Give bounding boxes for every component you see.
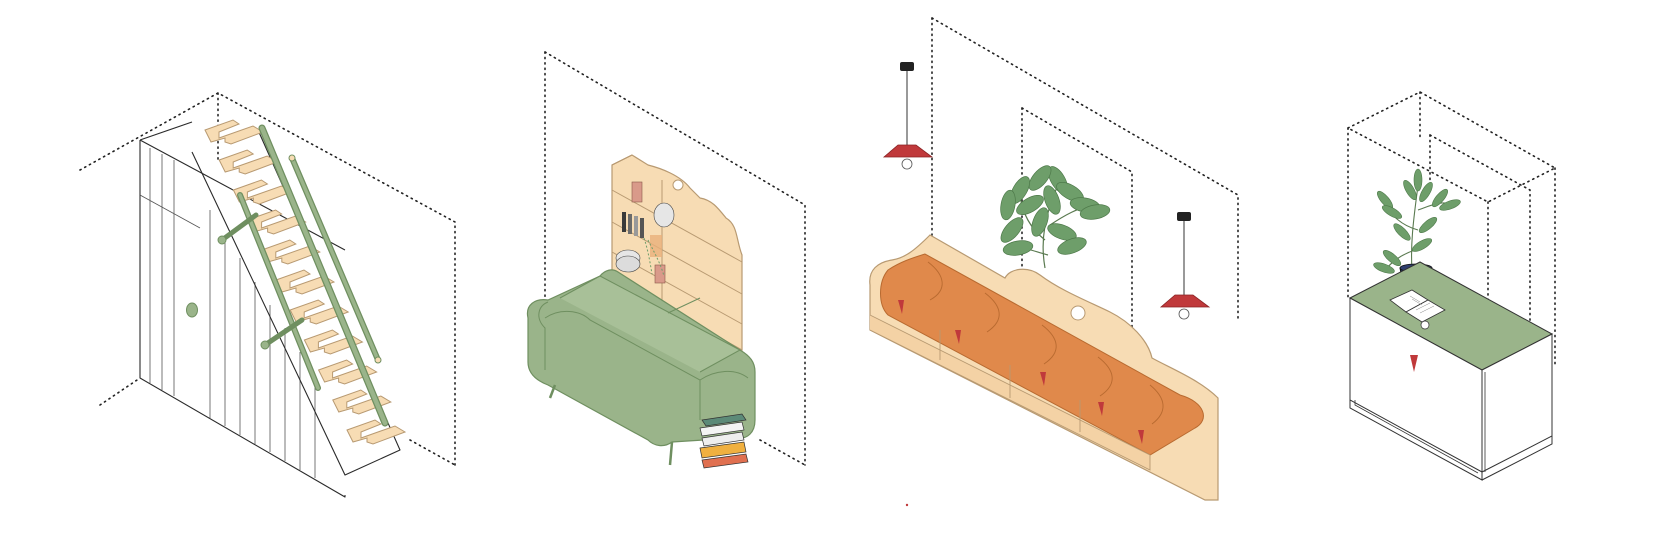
leaf xyxy=(1016,195,1044,215)
panel-window-bench xyxy=(869,17,1239,507)
leaf xyxy=(1028,165,1052,191)
stair-tread xyxy=(303,329,364,355)
ficus-plant xyxy=(1000,165,1111,269)
stair-tread xyxy=(204,119,265,145)
leaf xyxy=(1043,185,1061,215)
book-stack xyxy=(699,413,749,469)
leaf xyxy=(1381,205,1403,219)
leaf xyxy=(1413,168,1423,192)
leaf xyxy=(1000,189,1016,221)
panel-loft-stair xyxy=(79,92,456,498)
panel-cabinet-plant xyxy=(1346,91,1557,481)
cabinet xyxy=(1348,261,1554,481)
door-knob-icon xyxy=(186,302,198,318)
leaf xyxy=(1419,181,1433,203)
leaf xyxy=(1079,204,1111,220)
stair-treads xyxy=(204,119,407,445)
stair-tread xyxy=(346,419,407,445)
stair-tread xyxy=(332,389,392,415)
pendant-lamp-left xyxy=(882,62,934,170)
leaf xyxy=(1403,179,1417,201)
leaf xyxy=(1031,207,1049,237)
stair-tread xyxy=(289,299,350,325)
leaf xyxy=(1000,217,1024,243)
room-outline-dotted xyxy=(544,51,806,466)
leaf xyxy=(1411,238,1433,252)
room-outline-dotted xyxy=(931,17,1239,331)
bookshelf xyxy=(611,154,743,352)
leaf xyxy=(1431,188,1449,208)
leaf xyxy=(1393,223,1411,241)
stair-tread xyxy=(275,269,336,295)
leaf xyxy=(1439,199,1461,211)
panel-sofa-bookshelf xyxy=(526,51,806,469)
leaf xyxy=(1047,223,1077,241)
leaf xyxy=(1002,240,1034,256)
leaf xyxy=(1057,237,1087,255)
leaf xyxy=(1418,216,1438,234)
sofa xyxy=(526,269,756,466)
stair-tread xyxy=(317,359,378,385)
leaf xyxy=(1373,262,1395,274)
window-bench xyxy=(869,234,1219,507)
handrails xyxy=(217,124,389,427)
pendant-lamp-right xyxy=(1159,212,1211,320)
leaf xyxy=(1382,249,1402,267)
wall-panel xyxy=(139,121,346,498)
